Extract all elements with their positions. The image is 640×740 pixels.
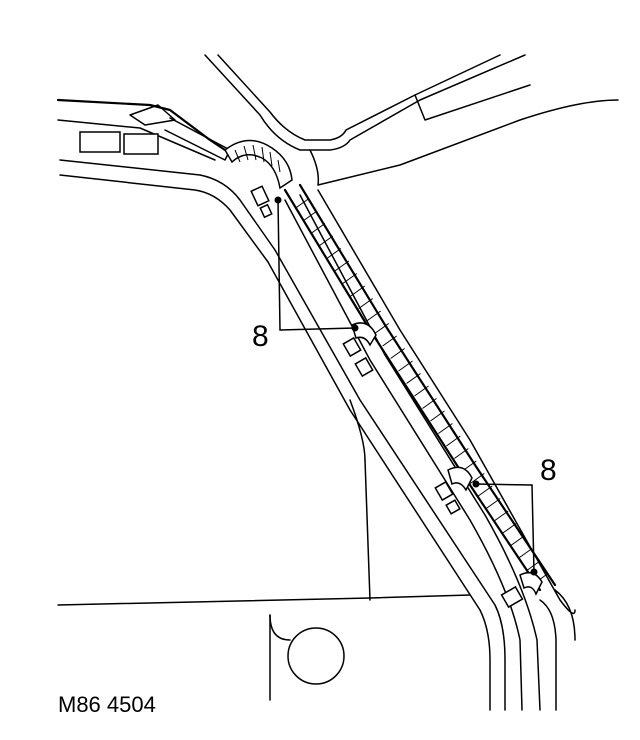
hatch-mark	[414, 385, 429, 397]
front-header-trim	[56, 98, 231, 161]
hatch-mark	[438, 423, 453, 434]
roof-panel-outline	[204, 54, 619, 186]
lower-clip-a	[434, 466, 473, 515]
hatch-mark	[485, 498, 501, 509]
hatched-trim-strip	[283, 183, 557, 592]
middle-clip	[342, 322, 377, 378]
hatch-mark	[334, 260, 350, 272]
hatch-mark	[318, 235, 334, 247]
callout-upper-leaders	[274, 196, 359, 332]
hatch-mark	[358, 298, 374, 309]
callout-label-upper: 8	[252, 320, 269, 353]
leader-dot-lower-a	[472, 480, 480, 488]
hatch-mark	[509, 535, 525, 547]
callout-lower-leaders	[472, 480, 538, 576]
leader-dot-lower-b	[530, 568, 538, 576]
hatch-mark	[374, 323, 389, 334]
hatch-mark	[350, 285, 366, 297]
hatch-mark	[294, 198, 310, 209]
hatch-mark	[302, 210, 318, 222]
lower-clip-b	[500, 571, 543, 609]
lower-body-outline	[57, 399, 576, 711]
hatch-mark	[406, 373, 421, 384]
pillar-structure	[59, 159, 576, 711]
hatch-mark	[454, 448, 469, 459]
hatch-mark	[517, 548, 533, 559]
leader-dot-upper-b	[351, 324, 359, 332]
hatch-mark	[342, 273, 358, 284]
hatch-mark	[477, 485, 493, 497]
hatch-mark	[310, 223, 326, 234]
hatch-mark	[326, 248, 342, 259]
hatch-mark	[366, 310, 381, 322]
hatch-mark	[525, 560, 541, 572]
hatch-mark	[469, 473, 485, 484]
hatch-mark	[382, 335, 397, 347]
upper-clip-bundle	[224, 139, 293, 219]
figure-reference-code: M86 4504	[58, 692, 156, 717]
hatch-mark	[390, 348, 405, 359]
hatch-mark	[430, 410, 445, 422]
leader-dot-upper-a	[274, 196, 282, 204]
hatch-mark	[422, 398, 437, 409]
hatch-mark	[446, 435, 461, 447]
hatch-mark	[493, 510, 509, 522]
hatch-mark	[501, 523, 517, 534]
callout-label-lower: 8	[540, 454, 557, 487]
hatch-mark	[398, 360, 413, 372]
